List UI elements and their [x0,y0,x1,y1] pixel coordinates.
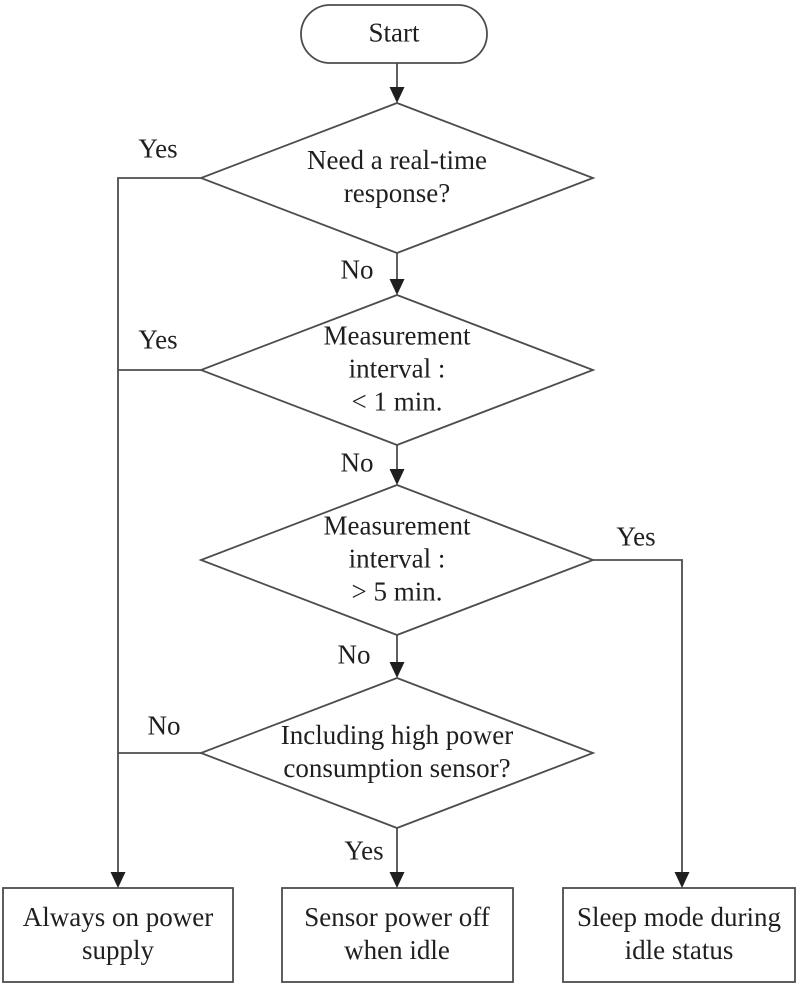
edge-label-lt1-no: No [340,447,374,478]
result-always-on-label: Always on power supply [22,902,214,965]
arrowhead-into-always-on [110,872,126,888]
decision-high-power-label: Including high power consumption sensor? [280,720,514,783]
decision-high-power-shape [198,677,596,829]
start-terminator-shape [300,4,488,64]
result-sleep-mode-shape [562,887,796,983]
decision-interval-gt5-label: Measurement interval : > 5 min. [323,510,471,607]
edge-label-highpower-no: No [147,710,181,741]
decision-realtime-label: Need a real-time response? [307,145,487,208]
result-sensor-off-shape [281,887,514,983]
edge-label-lt1-yes: Yes [138,324,178,355]
result-sensor-off-label: Sensor power off when idle [304,902,490,965]
edge-label-realtime-no: No [340,254,374,285]
start-node-label: Start [368,17,420,48]
decision-realtime-shape [198,102,596,254]
arrowhead-into-lt1 [389,279,405,295]
result-always-on-shape [2,887,234,983]
edge-gt5-yes-right-rail [593,559,683,874]
arrowhead-into-sensor-off [389,872,405,888]
decision-interval-gt5-shape [198,484,596,636]
arrowhead-into-sleep-mode [674,872,690,888]
decision-interval-lt1-shape [198,294,596,446]
edge-label-gt5-no: No [337,639,371,670]
edge-label-gt5-yes: Yes [616,521,656,552]
decision-interval-lt1-label: Measurement interval : < 1 min. [323,320,471,417]
result-sleep-mode-label: Sleep mode during idle status [577,902,781,965]
arrowhead-into-high-power [389,662,405,678]
edge-label-realtime-yes: Yes [138,133,178,164]
arrowhead-into-gt5 [389,469,405,485]
edge-realtime-yes-left-rail [117,177,201,874]
arrowhead-into-realtime [389,87,405,103]
edge-label-highpower-yes: Yes [344,835,384,866]
